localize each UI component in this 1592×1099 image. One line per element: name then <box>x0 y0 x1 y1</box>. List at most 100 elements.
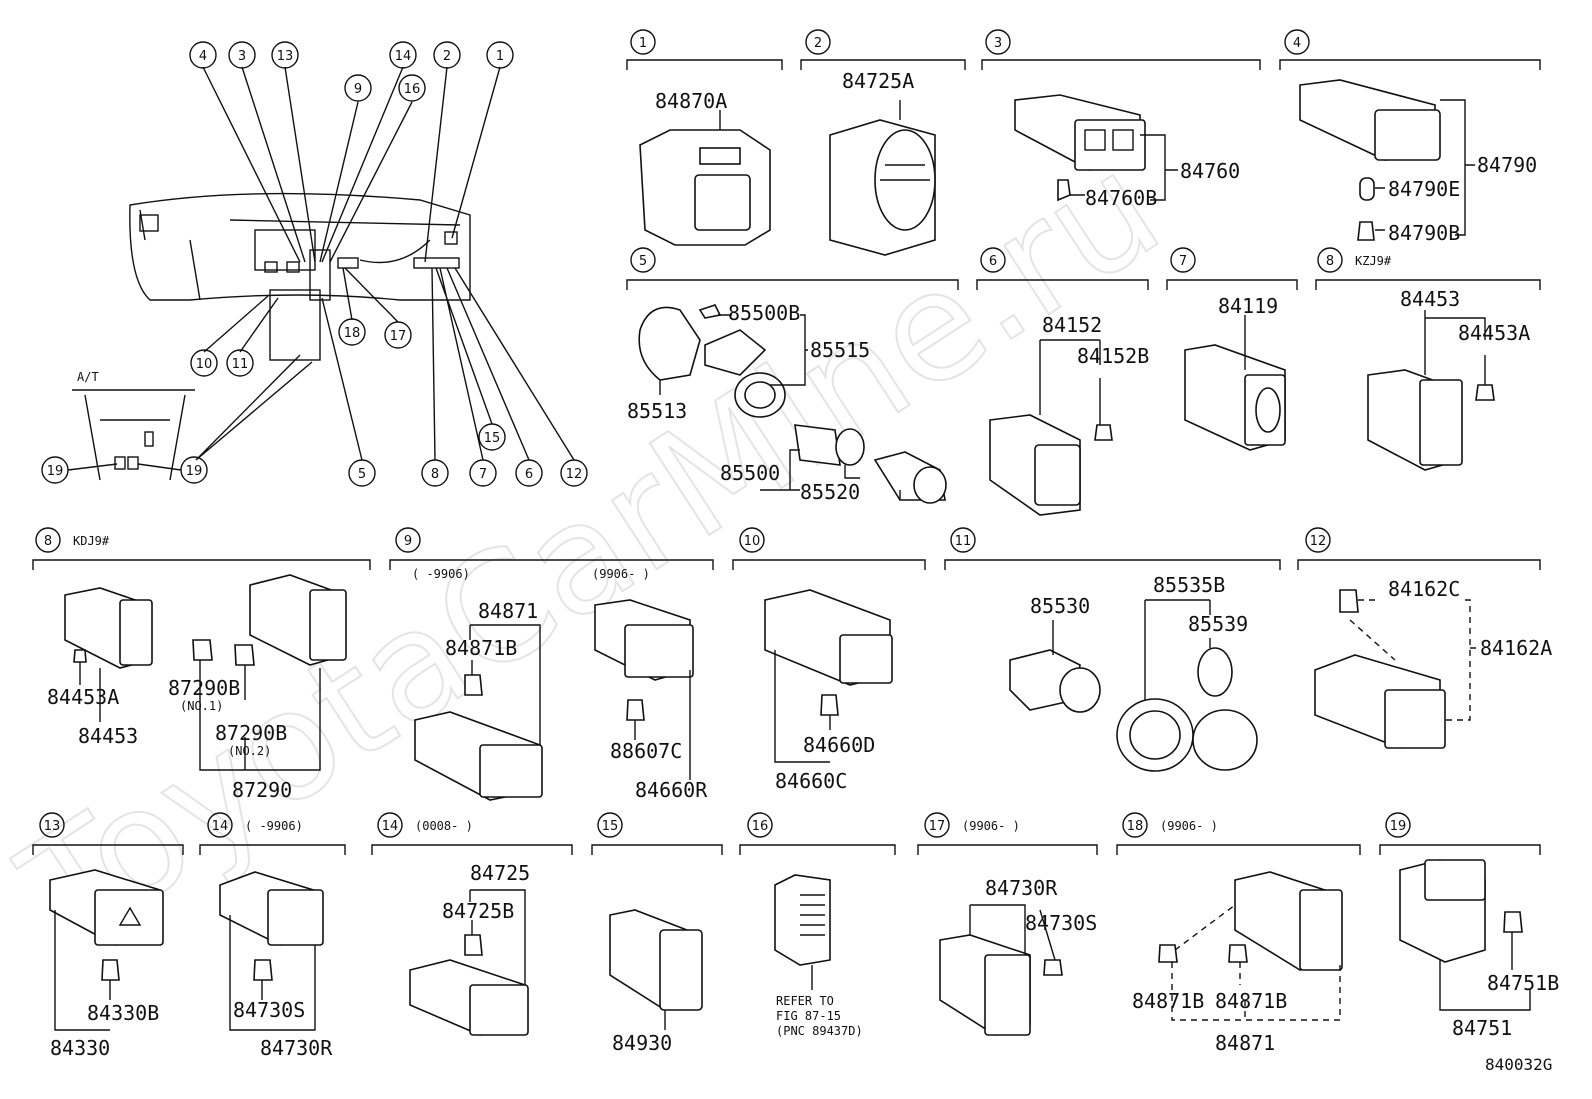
section-5-header: 5 <box>626 247 959 290</box>
section-2-header: 2 <box>800 29 966 70</box>
section-9-header: 9( -9906)(9906- ) <box>389 527 714 581</box>
label-84790B: 84790B <box>1388 221 1460 245</box>
svg-text:5: 5 <box>639 254 647 269</box>
section-6-header: 6 <box>976 247 1149 290</box>
label-84730S-17: 84730S <box>1025 911 1097 935</box>
svg-text:1: 1 <box>496 49 504 64</box>
callout-12: 12 <box>560 459 588 487</box>
variant-label: (9906- ) <box>592 567 650 581</box>
svg-text:12: 12 <box>1310 534 1327 549</box>
section-note: KDJ9# <box>73 534 110 548</box>
svg-text:6: 6 <box>989 254 997 269</box>
svg-text:8: 8 <box>1326 254 1334 269</box>
callout-7: 7 <box>469 459 497 487</box>
label-84760: 84760 <box>1180 159 1240 183</box>
label-84871B: 84871B <box>445 636 517 660</box>
svg-text:13: 13 <box>44 819 61 834</box>
section-note: ( -9906) <box>245 819 303 833</box>
label-84725A: 84725A <box>842 69 914 93</box>
svg-text:3: 3 <box>238 49 246 64</box>
section-1-header: 1 <box>626 29 783 70</box>
label-84730R: 84730R <box>260 1036 333 1060</box>
label-85539: 85539 <box>1188 612 1248 636</box>
label-84730S: 84730S <box>233 998 305 1022</box>
label-84453A: 84453A <box>1458 321 1530 345</box>
svg-text:6: 6 <box>525 467 533 482</box>
label-84660R: 84660R <box>635 778 708 802</box>
label-84870A: 84870A <box>655 89 727 113</box>
svg-text:19: 19 <box>186 464 203 479</box>
label-84660C: 84660C <box>775 769 847 793</box>
label-84453A-kdj: 84453A <box>47 685 119 709</box>
label-87290: 87290 <box>232 778 292 802</box>
svg-text:15: 15 <box>484 431 501 446</box>
label-84790: 84790 <box>1477 153 1537 177</box>
svg-text:9: 9 <box>354 82 362 97</box>
label-84152B: 84152B <box>1077 344 1149 368</box>
svg-text:10: 10 <box>196 357 213 372</box>
label-84751: 84751 <box>1452 1016 1512 1040</box>
svg-text:18: 18 <box>1127 819 1144 834</box>
callout-9: 9 <box>344 74 372 102</box>
label-84725B: 84725B <box>442 899 514 923</box>
refer-line-3: (PNC 89437D) <box>776 1024 863 1038</box>
section-note: (9906- ) <box>1160 819 1218 833</box>
label-no2: (NO.2) <box>228 744 271 758</box>
label-84330: 84330 <box>50 1036 110 1060</box>
leader-lines <box>54 99 1531 1031</box>
svg-text:19: 19 <box>1390 819 1407 834</box>
svg-text:5: 5 <box>358 467 366 482</box>
svg-text:11: 11 <box>955 534 972 549</box>
callout-19: 19 <box>180 456 208 484</box>
section-note: (0008- ) <box>415 819 473 833</box>
svg-text:13: 13 <box>277 49 294 64</box>
callout-10: 10 <box>190 349 218 377</box>
svg-text:7: 7 <box>1179 254 1187 269</box>
section-14-header: 14 ( -9906) <box>199 812 346 855</box>
label-84871B-a: 84871B <box>1132 989 1204 1013</box>
section-18-header: 18 (9906- ) <box>1116 812 1361 855</box>
svg-text:14: 14 <box>212 819 229 834</box>
label-85500B: 85500B <box>728 301 800 325</box>
callout-2: 2 <box>433 41 461 69</box>
variant-label: ( -9906) <box>412 567 470 581</box>
section-14-header: 14(0008- ) <box>371 812 573 855</box>
callout-13: 13 <box>271 41 299 69</box>
svg-text:17: 17 <box>390 329 407 344</box>
callout-17: 17 <box>384 321 412 349</box>
label-84119: 84119 <box>1218 294 1278 318</box>
callout-3: 3 <box>228 41 256 69</box>
callout-19: 19 <box>41 456 69 484</box>
label-85535B: 85535B <box>1153 573 1225 597</box>
section-3-header: 3 <box>981 29 1261 70</box>
watermark: ToyotaCarMine.ru <box>0 121 1189 981</box>
svg-text:10: 10 <box>744 534 761 549</box>
label-88607C: 88607C <box>610 739 682 763</box>
section-17-header: 17(9906- ) <box>917 812 1098 855</box>
label-84725: 84725 <box>470 861 530 885</box>
svg-text:8: 8 <box>44 534 52 549</box>
label-85530: 85530 <box>1030 594 1090 618</box>
section-13-header: 13 <box>32 812 184 855</box>
switch-16-shape <box>774 874 831 966</box>
label-84152: 84152 <box>1042 313 1102 337</box>
svg-text:14: 14 <box>395 49 412 64</box>
svg-text:15: 15 <box>602 819 619 834</box>
section-12-header: 12 <box>1297 527 1541 570</box>
svg-text:2: 2 <box>443 49 451 64</box>
section-10-header: 10 <box>732 527 926 570</box>
section-19-header: 19 <box>1379 812 1541 855</box>
svg-text:11: 11 <box>232 357 249 372</box>
callout-5: 5 <box>348 459 376 487</box>
label-84930: 84930 <box>612 1031 672 1055</box>
label-84871: 84871 <box>478 599 538 623</box>
svg-text:16: 16 <box>404 82 421 97</box>
svg-text:4: 4 <box>199 49 207 64</box>
svg-text:8: 8 <box>431 467 439 482</box>
section-16-header: 16 <box>739 812 896 855</box>
